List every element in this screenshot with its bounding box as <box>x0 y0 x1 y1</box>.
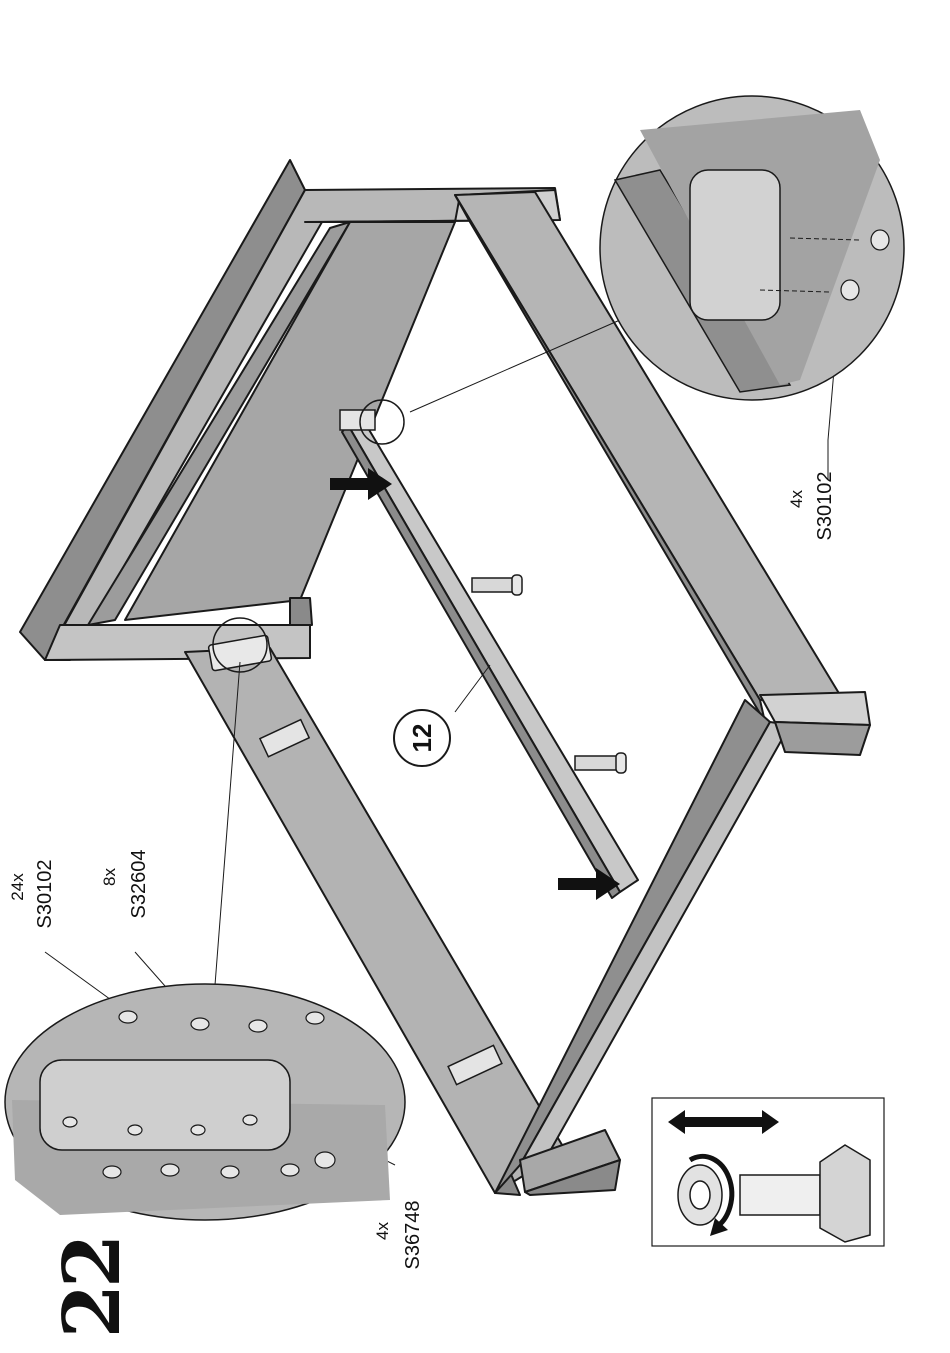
callout-code-s32604: S32604 <box>128 844 150 924</box>
center-beam <box>342 418 638 898</box>
leg-adjust-inset <box>652 1098 884 1246</box>
step-number: 22 <box>53 1233 133 1343</box>
callout-qty-s30102-right: 4x <box>788 479 806 519</box>
callout-qty-s32604: 8x <box>101 857 119 897</box>
callout-qty-s30102-left: 24x <box>9 867 27 907</box>
callout-code-s30102-right: S30102 <box>814 466 836 546</box>
callout-qty-s36748: 4x <box>374 1211 392 1251</box>
right-zoom-detail <box>600 96 904 400</box>
left-zoom-detail <box>5 984 405 1220</box>
callout-code-s30102-left: S30102 <box>34 854 56 934</box>
callout-code-s36748: S36748 <box>402 1195 424 1275</box>
part-label: 12 <box>408 720 436 756</box>
